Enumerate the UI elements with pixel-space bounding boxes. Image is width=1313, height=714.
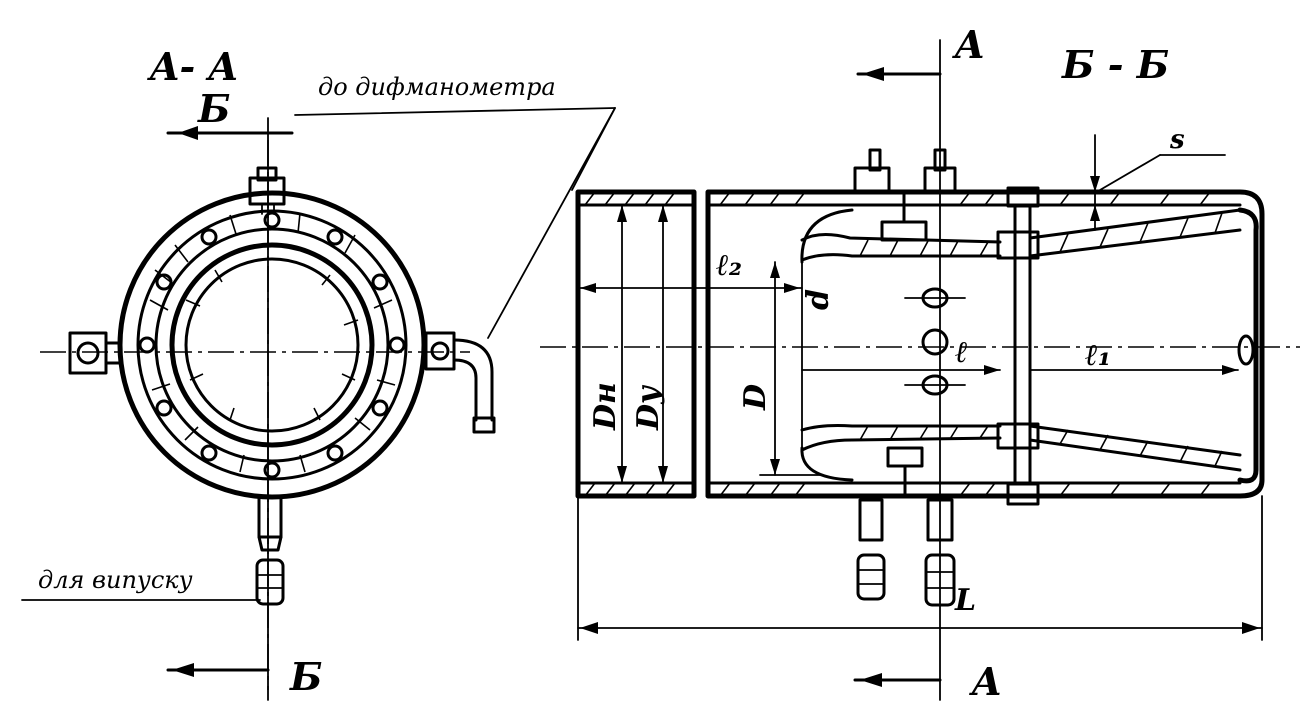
top-fitting	[248, 166, 286, 215]
cut-mark-a-bottom: A	[969, 659, 1001, 704]
cut-mark-b-bottom: Б	[289, 654, 322, 699]
dimension-lines	[577, 134, 1263, 641]
measurement-holes	[904, 287, 966, 396]
arrow-left-top	[178, 126, 198, 140]
outer-ring	[117, 190, 427, 500]
dim-d: d	[801, 289, 836, 310]
dim-Dy: Dу	[631, 384, 666, 431]
bolt-holes	[138, 211, 406, 479]
dim-l: ℓ	[955, 335, 968, 370]
dim-l2: ℓ₂	[716, 248, 742, 283]
dim-l1: ℓ₁	[1085, 338, 1111, 373]
dim-Dn: Dн	[588, 382, 623, 431]
inner-wall	[169, 242, 375, 448]
leader-line-manometer	[294, 107, 616, 116]
pressure-taps-bottom	[856, 446, 956, 607]
label-to-manometer: до дифманометра	[318, 73, 556, 101]
dim-s: s	[1169, 125, 1185, 155]
section-bb-view: Б - Б A A	[540, 22, 1300, 704]
cut-mark-a-top: A	[952, 22, 984, 67]
label-for-drain: для випуску	[38, 566, 193, 594]
section-aa-title: A- A	[147, 44, 238, 89]
arrow-left-bottom	[172, 663, 194, 677]
groove-ring	[154, 227, 390, 463]
section-bb-title: Б - Б	[1061, 42, 1169, 87]
dim-D: D	[738, 384, 773, 411]
leader-to-body	[571, 107, 616, 191]
arrow-a-top	[862, 67, 884, 81]
cut-mark-b-top: Б	[197, 86, 230, 131]
left-fitting	[68, 331, 122, 375]
arrow-a-bottom	[860, 673, 882, 687]
annulus-hatching	[149, 212, 396, 473]
section-aa-view: A- A Б Б	[21, 44, 616, 701]
right-fitting	[424, 331, 496, 434]
dim-L: L	[954, 583, 976, 618]
left-pipe-segment	[575, 189, 697, 499]
leader-to-fitting	[487, 107, 616, 339]
pressure-taps-top	[853, 148, 957, 242]
flange-ring	[136, 209, 408, 481]
nozzle-body	[705, 186, 1265, 506]
bore	[184, 257, 360, 433]
drain-fitting	[255, 495, 285, 606]
